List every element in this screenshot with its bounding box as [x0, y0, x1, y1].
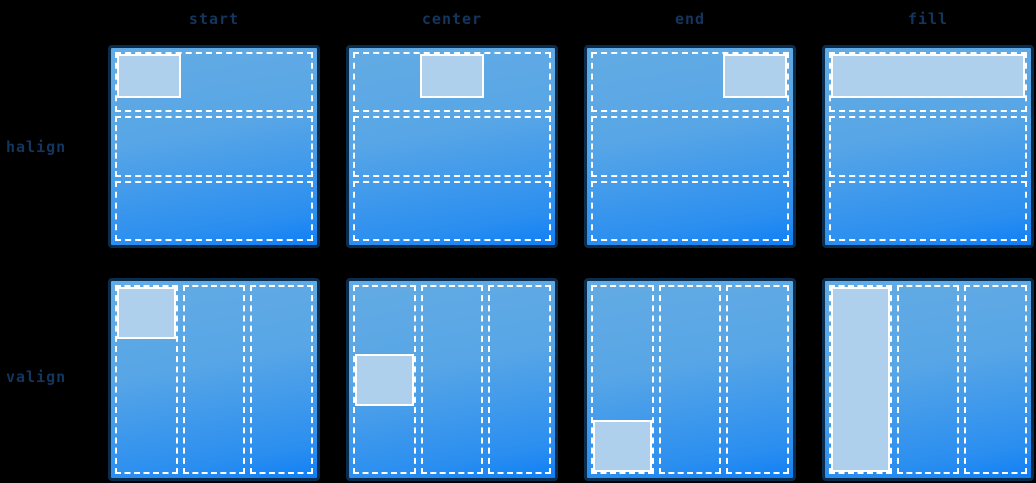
cell-halign-center-1	[353, 116, 551, 177]
row-label-valign: valign	[6, 368, 67, 386]
aligned-item	[593, 420, 652, 472]
cell-halign-end-2	[591, 180, 789, 241]
cell-halign-end-1	[591, 116, 789, 177]
demo-halign-start	[108, 45, 320, 248]
cell-valign-start-0	[115, 285, 178, 474]
aligned-item	[831, 287, 890, 472]
demo-valign-center	[346, 278, 558, 481]
demo-halign-fill	[822, 45, 1034, 248]
cell-valign-start-2	[250, 285, 314, 474]
cell-valign-end-0	[591, 285, 654, 474]
demo-halign-end	[584, 45, 796, 248]
cell-valign-center-2	[488, 285, 552, 474]
cell-halign-fill-1	[829, 116, 1027, 177]
cell-halign-end-0	[591, 52, 789, 113]
cell-valign-center-0	[353, 285, 416, 474]
demo-valign-start	[108, 278, 320, 481]
cell-halign-start-1	[115, 116, 313, 177]
aligned-item	[723, 54, 787, 98]
aligned-item	[355, 353, 414, 406]
row-label-halign: halign	[6, 138, 67, 156]
column-header-fill: fill	[907, 10, 949, 28]
aligned-item	[117, 54, 181, 98]
cell-halign-center-2	[353, 180, 551, 241]
demo-halign-center	[346, 45, 558, 248]
aligned-item	[117, 287, 176, 339]
cell-valign-fill-2	[964, 285, 1028, 474]
demo-valign-end	[584, 278, 796, 481]
cell-valign-fill-0	[829, 285, 892, 474]
aligned-item	[420, 54, 484, 98]
cell-valign-end-2	[726, 285, 790, 474]
cell-valign-center-1	[420, 285, 484, 474]
cell-valign-fill-1	[896, 285, 960, 474]
cell-halign-fill-2	[829, 180, 1027, 241]
aligned-item	[831, 54, 1025, 98]
cell-valign-end-1	[658, 285, 722, 474]
column-header-start: start	[188, 10, 240, 28]
cell-halign-start-2	[115, 180, 313, 241]
cell-halign-start-0	[115, 52, 313, 113]
demo-valign-fill	[822, 278, 1034, 481]
cell-halign-center-0	[353, 52, 551, 113]
cell-halign-fill-0	[829, 52, 1027, 113]
column-header-center: center	[421, 10, 483, 28]
column-header-end: end	[674, 10, 706, 28]
cell-valign-start-1	[182, 285, 246, 474]
